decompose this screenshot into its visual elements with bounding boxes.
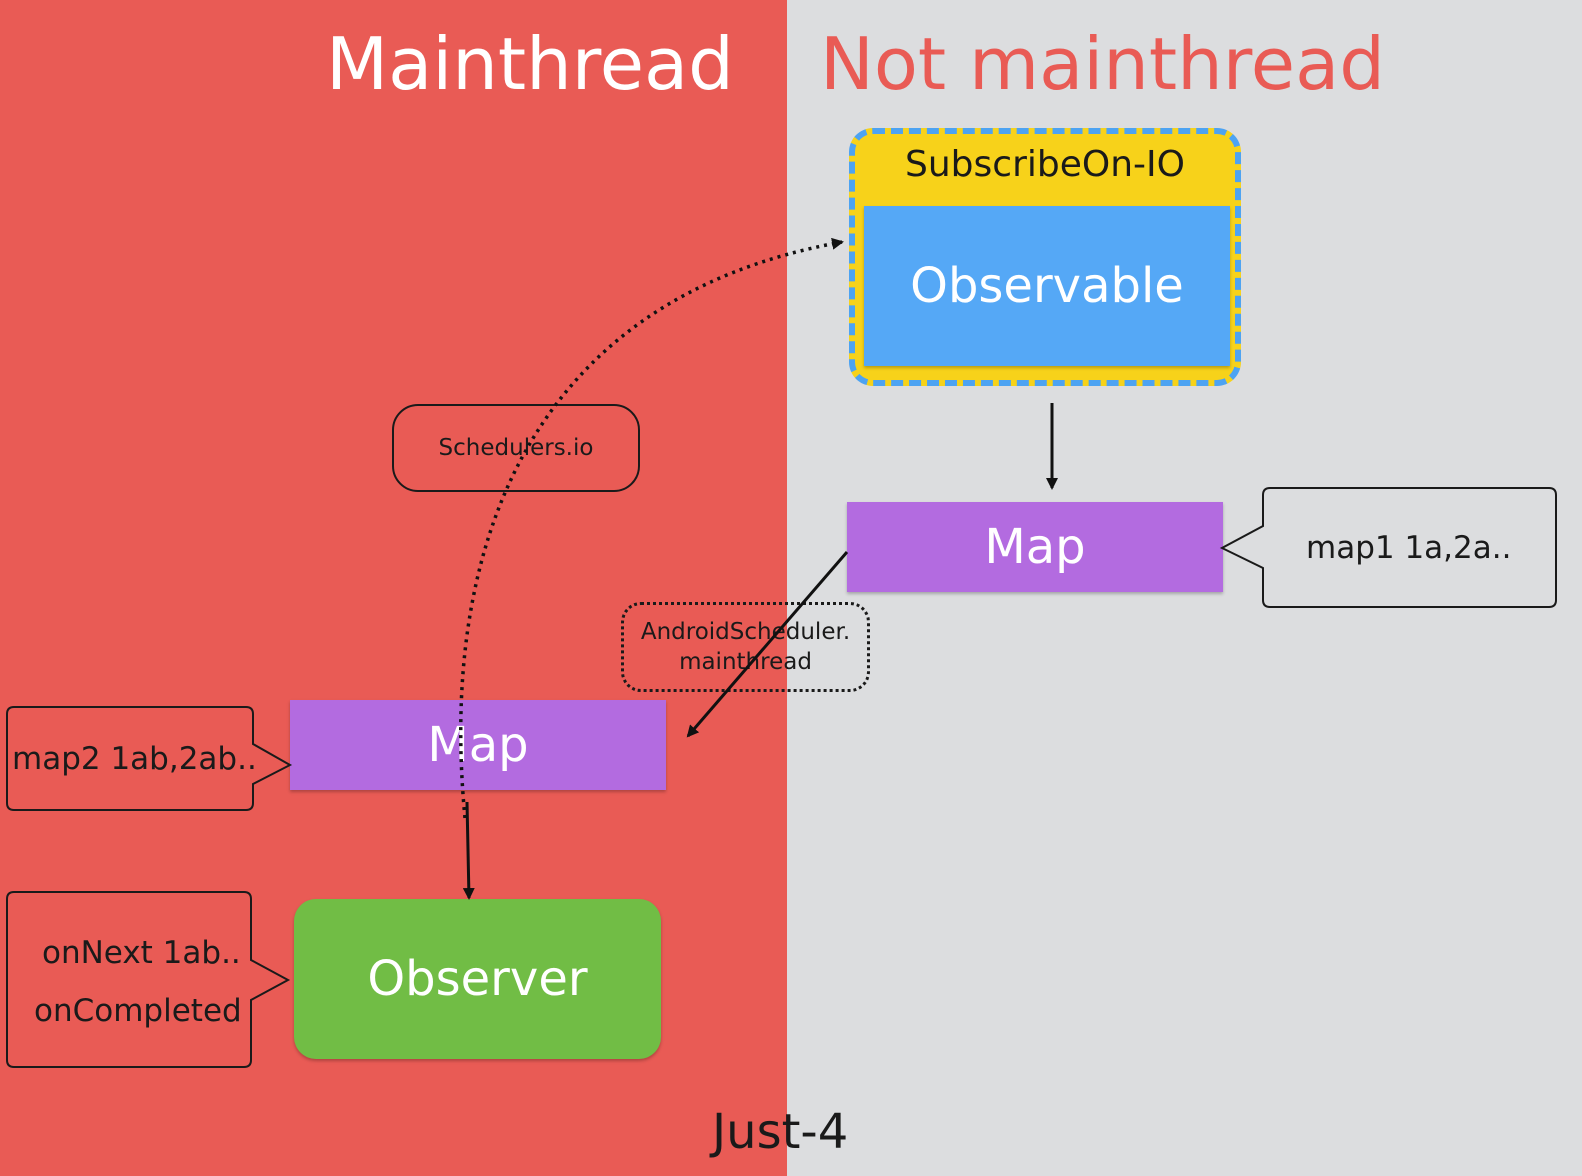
android-scheduler-line1: AndroidScheduler. bbox=[640, 619, 851, 645]
map-to-map-arrow bbox=[686, 551, 849, 738]
not-mainthread-heading: Not mainthread bbox=[820, 22, 1385, 106]
schedulers-io-label: Schedulers.io bbox=[392, 404, 640, 492]
observer-oncompleted-text: onCompleted bbox=[34, 993, 242, 1029]
schedulers-io-text: Schedulers.io bbox=[438, 435, 594, 461]
observer-callout-shape bbox=[6, 891, 291, 1068]
map-to-observer-arrow bbox=[462, 801, 475, 900]
observable-node: Observable bbox=[864, 206, 1230, 366]
observer-onnext-text: onNext 1ab.. bbox=[42, 935, 241, 971]
subscribe-dotted-arrow bbox=[459, 237, 844, 819]
map1-callout-shape bbox=[1219, 487, 1557, 608]
map2-callout-text: map2 1ab,2ab.. bbox=[12, 741, 257, 777]
subscribe-on-io-label: SubscribeOn-IO bbox=[905, 144, 1185, 185]
observer-node: Observer bbox=[294, 899, 661, 1059]
mainthread-heading: Mainthread bbox=[326, 22, 734, 106]
map2-callout-shape bbox=[6, 706, 293, 811]
map1-callout-text: map1 1a,2a.. bbox=[1306, 530, 1512, 566]
slide-footer: Just-4 bbox=[712, 1104, 849, 1160]
map-node-upper: Map bbox=[847, 502, 1223, 592]
map-node-lower: Map bbox=[290, 700, 666, 790]
